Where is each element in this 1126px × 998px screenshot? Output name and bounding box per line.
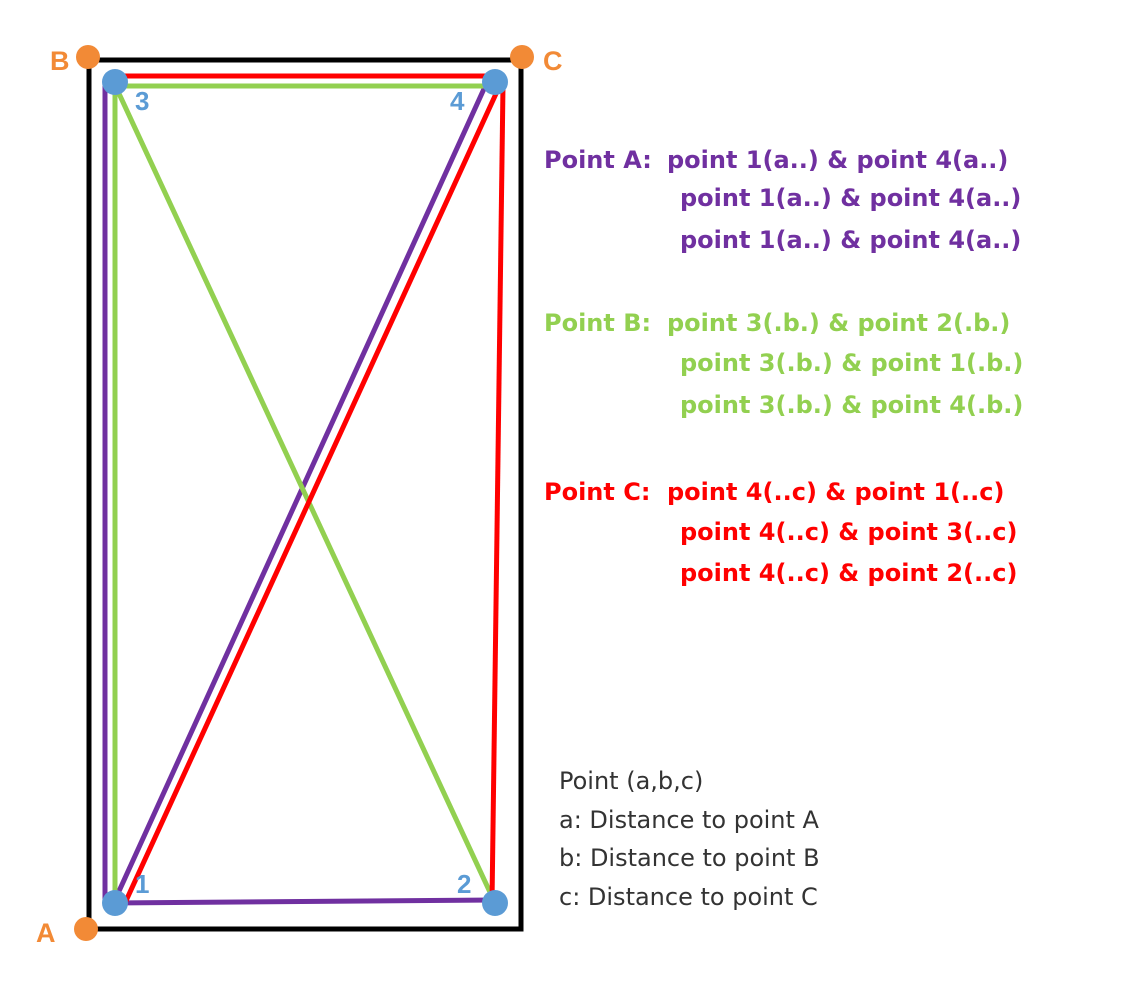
point-1-marker bbox=[102, 890, 128, 916]
point-1-label: 1 bbox=[135, 869, 149, 899]
legend-point-c-line: point 4(..c) & point 1(..c) bbox=[667, 478, 1005, 506]
legend-point-c-title: Point C: bbox=[544, 478, 651, 506]
corner-c-label: C bbox=[543, 46, 563, 76]
point-3-marker bbox=[102, 69, 128, 95]
corner-a-marker bbox=[74, 917, 98, 941]
purple-line-1-2 bbox=[114, 897, 496, 906]
red-line-4-2 bbox=[489, 84, 506, 904]
point-3-label: 3 bbox=[135, 86, 149, 116]
corner-b-marker bbox=[76, 45, 100, 69]
legend-point-b-line: point 3(.b.) & point 2(.b.) bbox=[667, 309, 1011, 337]
key-b: b: Distance to point B bbox=[559, 844, 820, 872]
key-heading: Point (a,b,c) bbox=[559, 767, 704, 795]
point-2-label: 2 bbox=[457, 869, 471, 899]
legend-point-b-title: Point B: bbox=[544, 309, 652, 337]
point-4-label: 4 bbox=[450, 86, 465, 116]
point-4-marker bbox=[482, 69, 508, 95]
legend-point-b-line: point 3(.b.) & point 1(.b.) bbox=[680, 349, 1024, 377]
legend-point-a-title: Point A: bbox=[544, 146, 652, 174]
legend-point-b: Point B: point 3(.b.) & point 2(.b.) poi… bbox=[0, 0, 1023, 419]
red-line-4-1 bbox=[122, 83, 503, 905]
legend-point-a-line: point 1(a..) & point 4(a..) bbox=[680, 184, 1022, 212]
corner-b-label: B bbox=[50, 46, 70, 76]
legend-point-c: Point C: point 4(..c) & point 1(..c) poi… bbox=[0, 0, 1017, 587]
key-a: a: Distance to point A bbox=[559, 805, 819, 834]
legend-point-b-line: point 3(.b.) & point 4(.b.) bbox=[680, 391, 1024, 419]
legend-point-c-line: point 4(..c) & point 2(..c) bbox=[680, 559, 1018, 587]
legend-point-a-line: point 1(a..) & point 4(a..) bbox=[667, 146, 1009, 174]
legend-point-a-line: point 1(a..) & point 4(a..) bbox=[680, 226, 1022, 254]
distance-key: Point (a,b,c) a: Distance to point A b: … bbox=[559, 762, 820, 916]
legend-point-c-line: point 4(..c) & point 3(..c) bbox=[680, 518, 1018, 546]
green-line-3-2 bbox=[112, 83, 498, 905]
corner-a-label: A bbox=[36, 918, 56, 948]
legend-point-a: Point A: point 1(a..) & point 4(a..) poi… bbox=[0, 0, 1021, 254]
outer-frame bbox=[86, 57, 524, 932]
corner-c-marker bbox=[510, 45, 534, 69]
key-c: c: Distance to point C bbox=[559, 882, 818, 911]
point-2-marker bbox=[482, 890, 508, 916]
